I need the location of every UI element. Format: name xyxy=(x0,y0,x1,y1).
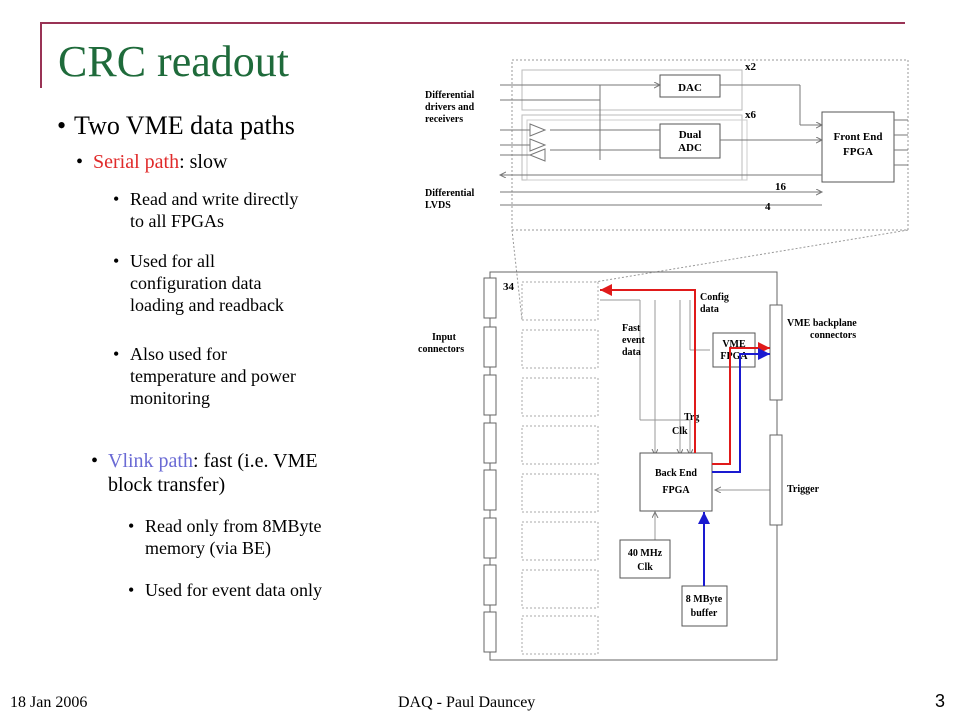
serial-item-1: • Read and write directly to all FPGAs xyxy=(113,189,299,231)
bullet-vlink-path: • Vlink path: fast (i.e. VME block trans… xyxy=(91,450,318,497)
vme-backplane-label-1: VME backplane xyxy=(787,318,857,329)
serial-item-2: • Used for all configuration data loadin… xyxy=(113,251,284,315)
front-end-label-1: Front End xyxy=(833,131,882,143)
n16-label: 16 xyxy=(775,181,787,193)
buffer-label-1: 8 MByte xyxy=(686,594,723,605)
diff-drivers-label-2: drivers and xyxy=(425,102,475,113)
dac-group-box xyxy=(521,69,743,111)
page-number: 3 xyxy=(935,691,946,711)
fast-event-label-3: data xyxy=(622,347,641,358)
serial-item-3: • Also used for temperature and power mo… xyxy=(113,344,296,408)
vlink-path-line-vme xyxy=(712,348,770,473)
diff-drivers-label-3: receivers xyxy=(425,114,463,125)
front-end-label-2: FPGA xyxy=(843,146,873,158)
serial-path-label: Serial path xyxy=(93,151,180,173)
trigger-label: Trigger xyxy=(787,484,820,495)
buffer-label-2: buffer xyxy=(691,608,718,619)
vlink-path-rest-1: : fast (i.e. VME xyxy=(193,450,318,472)
front-end-detail-frame xyxy=(511,59,909,231)
dac-label: DAC xyxy=(678,82,702,94)
bullet-two-vme-paths: • Two VME data paths xyxy=(57,111,295,140)
serial-item-3-line-3: monitoring xyxy=(130,387,210,408)
n4-label: 4 xyxy=(765,201,771,213)
vlink-path-label: Vlink path xyxy=(108,450,193,472)
diff-drivers-label-1: Differential xyxy=(425,90,474,101)
dual-adc-block xyxy=(659,123,721,159)
adc-group-box-2 xyxy=(526,119,748,181)
vlink-item-1-line-1: Read only from 8MByte xyxy=(145,516,322,536)
vme-fpga-block xyxy=(712,332,756,368)
footer-date: 18 Jan 2006 xyxy=(10,694,88,711)
vlink-item-2: • Used for event data only xyxy=(128,580,322,600)
vme-fpga-label-2: FPGA xyxy=(720,351,748,362)
back-end-label-1: Back End xyxy=(655,468,697,479)
clk40-block xyxy=(619,539,671,579)
vme-fpga-label-1: VME xyxy=(722,339,746,350)
vme-backplane-connector xyxy=(769,304,783,401)
dual-adc-label-2: ADC xyxy=(678,142,702,154)
serial-item-2-line-1: Used for all xyxy=(130,251,215,271)
buffer-block xyxy=(681,585,728,627)
n34-label: 34 xyxy=(503,281,515,293)
footer-center: DAQ - Paul Dauncey xyxy=(398,694,536,711)
serial-path-line-vme xyxy=(712,342,770,465)
slide-title: CRC readout xyxy=(58,37,289,86)
x6-label: x6 xyxy=(745,109,757,121)
crc-block-diagram: DAC Dual ADC x2 x6 Front End FPGA Differ… xyxy=(418,59,909,661)
serial-path-line-config xyxy=(600,284,696,453)
x2-label: x2 xyxy=(745,61,757,73)
trg-label: Trg xyxy=(684,412,699,423)
vme-backplane-label-2: connectors xyxy=(810,330,856,341)
input-connectors-label-1: Input xyxy=(432,332,457,343)
diff-lvds-label-2: LVDS xyxy=(425,200,451,211)
slide-frame-top xyxy=(40,22,905,24)
fast-event-label-2: event xyxy=(622,335,645,346)
vlink-item-1-line-2: memory (via BE) xyxy=(145,537,271,558)
serial-item-1-line-2: to all FPGAs xyxy=(130,210,225,231)
config-data-label-1: Config xyxy=(700,292,729,303)
bullet-serial-path: • Serial path: slow xyxy=(76,151,228,173)
serial-item-3-line-2: temperature and power xyxy=(130,365,296,386)
serial-item-1-line-1: Read and write directly xyxy=(130,189,299,209)
fast-event-label-1: Fast xyxy=(622,323,641,334)
input-connectors-label-2: connectors xyxy=(418,344,464,355)
vlink-item-2-line-1: Used for event data only xyxy=(145,580,322,600)
clk40-label-2: Clk xyxy=(637,562,653,573)
serial-item-2-line-3: loading and readback xyxy=(130,294,284,315)
vlink-path-rest-2: block transfer) xyxy=(108,474,226,497)
bullet-main-text: Two VME data paths xyxy=(74,111,295,140)
serial-item-2-line-2: configuration data xyxy=(130,272,262,293)
back-end-fpga-block xyxy=(639,452,713,512)
front-end-fpga-block xyxy=(821,111,895,183)
config-data-label-2: data xyxy=(700,304,719,315)
dual-adc-label-1: Dual xyxy=(679,129,702,141)
clk-label: Clk xyxy=(672,426,688,437)
diff-lvds-label-1: Differential xyxy=(425,188,474,199)
serial-path-rest: : slow xyxy=(179,151,228,173)
slide-frame-left xyxy=(40,22,42,88)
trigger-connector xyxy=(769,434,783,526)
clk40-label-1: 40 MHz xyxy=(628,548,663,559)
serial-item-3-line-1: Also used for xyxy=(130,344,227,364)
back-end-label-2: FPGA xyxy=(662,485,690,496)
vlink-item-1: • Read only from 8MByte memory (via BE) xyxy=(128,516,322,558)
